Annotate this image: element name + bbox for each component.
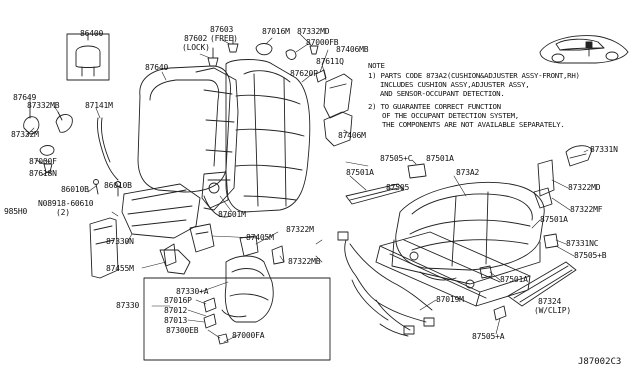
label-87620P: 87620P bbox=[290, 69, 318, 78]
label-87019M: 87019M bbox=[436, 295, 464, 304]
vehicle-thumbnail bbox=[539, 35, 629, 64]
label-87012: 87012 bbox=[164, 306, 188, 315]
right-trim-parts bbox=[533, 145, 593, 249]
label-N08918-qty: (2) bbox=[56, 208, 70, 217]
label-87602-lock: (LOCK) bbox=[182, 43, 210, 52]
label-87000FA: 87000FA bbox=[232, 331, 265, 340]
label-87322M: 87322M bbox=[286, 225, 314, 234]
note-line-4: 2) TO GUARANTEE CORRECT FUNCTION bbox=[368, 102, 501, 111]
label-87649: 87649 bbox=[13, 93, 37, 102]
label-87141M: 87141M bbox=[85, 101, 113, 110]
side-airbag bbox=[89, 217, 119, 279]
label-87332M: 87332M bbox=[11, 130, 39, 139]
label-87330A: 87330+A bbox=[176, 287, 209, 296]
label-985H0: 985H0 bbox=[4, 207, 28, 216]
label-87618N: 87618N bbox=[29, 169, 57, 178]
label-87501A-a: 87501A bbox=[426, 154, 454, 163]
seatback-cover bbox=[121, 183, 201, 275]
label-87013: 87013 bbox=[164, 316, 188, 325]
label-87332MD: 87332MD bbox=[297, 27, 330, 36]
label-87300EB: 87300EB bbox=[166, 326, 199, 335]
label-87501A-b: 87501A bbox=[346, 168, 374, 177]
label-87322MD: 87322MD bbox=[568, 183, 601, 192]
note-line-2: INCLUDES CUSHION ASSY,ADJUSTER ASSY, bbox=[380, 80, 530, 89]
left-small-parts bbox=[23, 106, 121, 197]
note-line-5: OF THE OCCUPANT DETECTION SYSTEM, bbox=[382, 111, 519, 120]
seat-cushion bbox=[391, 182, 545, 285]
label-87000FB: 87000FB bbox=[306, 38, 339, 47]
label-87455M: 87455M bbox=[106, 264, 134, 273]
label-87603-free: (FREE) bbox=[210, 34, 238, 43]
seatback-assembly bbox=[137, 59, 311, 218]
label-87640: 87640 bbox=[145, 63, 169, 72]
note-title: NOTE bbox=[368, 61, 385, 70]
label-87505B: 87505+B bbox=[574, 251, 607, 260]
label-87603: 87603 bbox=[210, 25, 234, 34]
leader-lines bbox=[25, 33, 589, 343]
label-87332MB: 87332MB bbox=[27, 101, 60, 110]
label-87330N: 87330N bbox=[106, 237, 134, 246]
diagram-code: J87002C3 bbox=[578, 357, 622, 367]
label-87611Q: 87611Q bbox=[316, 57, 344, 66]
label-87505A: 87505+A bbox=[472, 332, 505, 341]
label-87602: 87602 bbox=[184, 34, 208, 43]
label-87330: 87330 bbox=[116, 301, 140, 310]
lumbar-group bbox=[143, 255, 331, 361]
label-87406MB: 87406MB bbox=[336, 45, 369, 54]
seat-adjuster bbox=[375, 231, 531, 307]
label-87324-clip: (W/CLIP) bbox=[534, 306, 571, 315]
label-87331N: 87331N bbox=[590, 145, 618, 154]
label-87322MF: 87322MF bbox=[570, 205, 603, 214]
label-N08918-60610: N08918-60610 bbox=[38, 199, 94, 208]
label-87501A-c: 87501A bbox=[540, 215, 568, 224]
label-87000F: 87000F bbox=[29, 157, 57, 166]
note-line-6: THE COMPONENTS ARE NOT AVAILABLE SEPARAT… bbox=[382, 120, 565, 129]
label-86010B-a: 86010B bbox=[61, 185, 89, 194]
label-87324: 87324 bbox=[538, 297, 562, 306]
label-87601M: 87601M bbox=[218, 210, 246, 219]
note-line-3: AND SENSOR-OCCUPANT DETECTION. bbox=[380, 89, 505, 98]
label-87016M: 87016M bbox=[262, 27, 290, 36]
label-87505: 87505 bbox=[386, 183, 410, 192]
label-86010B-b: 86010B bbox=[104, 181, 132, 190]
headrest-group bbox=[66, 33, 110, 81]
recliner-cover bbox=[315, 69, 353, 147]
recliner-mechanism bbox=[163, 171, 285, 267]
wiring-harness bbox=[337, 231, 435, 337]
seat-trim bbox=[345, 163, 427, 205]
label-87016P: 87016P bbox=[164, 296, 192, 305]
label-87405M: 87405M bbox=[246, 233, 274, 242]
label-87331NC: 87331NC bbox=[566, 239, 599, 248]
label-87505C: 87505+C bbox=[380, 154, 413, 163]
top-small-parts bbox=[207, 35, 319, 67]
label-87322MB: 87322MB bbox=[288, 257, 321, 266]
label-86400: 86400 bbox=[80, 29, 104, 38]
label-873A2: 873A2 bbox=[456, 168, 480, 177]
label-87406M: 87406M bbox=[338, 131, 366, 140]
note-line-1: 1) PARTS CODE 873A2(CUSHION&ADJUSTER ASS… bbox=[368, 71, 580, 80]
label-87501A-d: 87501A bbox=[500, 275, 528, 284]
cushion-side-trim bbox=[479, 261, 577, 321]
